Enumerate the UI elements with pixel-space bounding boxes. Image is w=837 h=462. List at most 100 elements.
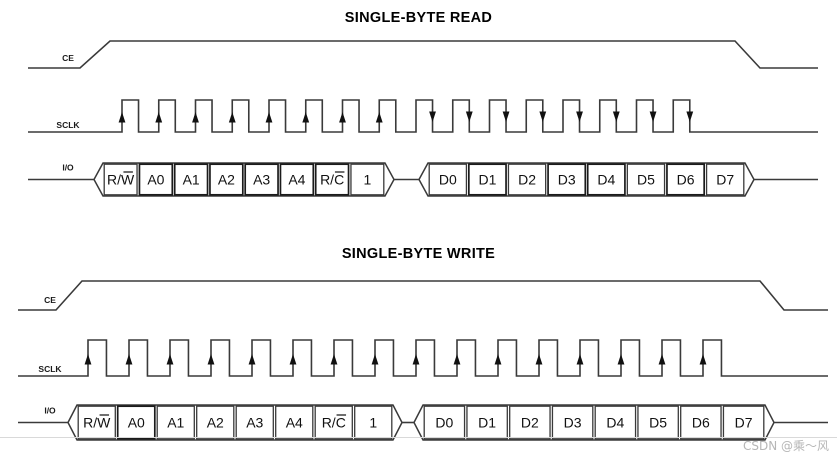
read-command-cell-label: R/C <box>320 172 344 188</box>
read-sclk-label: SCLK <box>56 120 80 130</box>
write-sclk-edge-arrow-up <box>371 354 379 365</box>
read-data-cell <box>507 163 547 196</box>
read-command-cell-label: R/W <box>107 172 135 188</box>
write-sclk-edge-arrow-up <box>494 354 502 365</box>
write-sclk-edge-arrow-up <box>412 354 420 365</box>
write-sclk-edge-arrow-up <box>535 354 543 365</box>
read-sclk-edge-arrow-down <box>465 111 473 122</box>
read-data-cell-label: D0 <box>439 172 457 188</box>
read-command-bus-envelope <box>93 162 395 197</box>
write-data-cell-label: D7 <box>735 415 753 431</box>
write-sclk-edge-arrow-up <box>617 354 625 365</box>
read-sclk-signal: SCLK <box>28 99 818 133</box>
read-command-cell-label: A4 <box>288 172 305 188</box>
write-command-cell-label: A3 <box>246 415 263 431</box>
write-sclk-edge-arrow-up <box>453 354 461 365</box>
read-data-cell-label: D7 <box>716 172 734 188</box>
write-sclk-edge-arrow-up <box>248 354 256 365</box>
read-sclk-edge-arrow-up <box>302 112 310 123</box>
write-command-cell <box>116 405 156 440</box>
read-data-cell <box>705 163 745 196</box>
write-data-bus-envelope <box>413 404 775 441</box>
write-data-cell <box>509 405 551 440</box>
write-command-cell <box>275 405 314 440</box>
write-sclk-edge-arrow-up <box>658 354 666 365</box>
write-diagram-title: SINGLE-BYTE WRITE <box>341 246 496 262</box>
write-ce-signal: CE <box>18 280 828 311</box>
write-command-cell-label: 1 <box>369 415 377 431</box>
write-data-cell <box>722 405 765 440</box>
read-data-cell-label: D3 <box>558 172 576 188</box>
write-sclk-label: SCLK <box>38 364 62 374</box>
read-sclk-edge-arrow-down <box>649 111 657 122</box>
read-data-cell-label: D4 <box>597 172 615 188</box>
read-data-cell <box>547 163 587 196</box>
read-sclk-edge-arrow-down <box>576 111 583 122</box>
read-sclk-edge-arrow-up <box>192 112 199 123</box>
read-data-cell <box>626 163 666 196</box>
read-ce-signal: CE <box>28 40 818 69</box>
read-sclk-edge-arrow-up <box>228 112 236 123</box>
write-io-label: I/O <box>44 406 56 416</box>
write-command-cell <box>196 405 235 440</box>
write-command-cell-label: R/W <box>83 415 111 431</box>
read-sclk-edge-arrow-up <box>155 112 163 123</box>
read-data-cell <box>428 163 468 196</box>
read-command-cell <box>138 163 174 196</box>
read-sclk-edge-arrow-down <box>539 111 547 122</box>
write-data-cell-label: D6 <box>692 415 710 431</box>
write-data-cell <box>680 405 722 440</box>
write-sclk-edge-arrow-up <box>166 354 174 365</box>
read-command-cell-label: 1 <box>363 172 371 188</box>
read-command-cell-label: A2 <box>218 172 235 188</box>
write-ce-label: CE <box>44 295 56 305</box>
read-sclk-edge-arrow-up <box>265 112 273 123</box>
csdn-watermark: CSDN @乘～风 <box>742 439 829 453</box>
write-data-cell-label: D5 <box>649 415 667 431</box>
read-data-cell <box>586 163 626 196</box>
read-data-cell <box>666 163 706 196</box>
write-command-cell-label: R/C <box>322 415 346 431</box>
read-command-cell <box>314 163 350 196</box>
read-sclk-edge-arrow-down <box>612 111 620 122</box>
read-ce-label: CE <box>62 53 74 63</box>
write-sclk-edge-arrow-up <box>207 354 215 365</box>
write-data-cell-label: D3 <box>564 415 582 431</box>
write-command-bus-envelope <box>67 404 403 441</box>
write-data-cell <box>594 405 637 440</box>
write-data-cell-label: D1 <box>478 415 496 431</box>
read-command-cell-label: A0 <box>147 172 164 188</box>
write-ce-waveform <box>18 280 828 311</box>
read-sclk-edge-arrow-down <box>502 111 510 122</box>
write-sclk-edge-arrow-up <box>330 354 338 365</box>
write-command-cell-label: A2 <box>207 415 224 431</box>
read-data-cell-label: D6 <box>677 172 695 188</box>
write-command-cell <box>156 405 195 440</box>
read-sclk-edge-arrow-up <box>118 112 126 123</box>
write-data-cell-label: D0 <box>435 415 453 431</box>
read-sclk-edge-arrow-up <box>375 112 383 123</box>
read-ce-waveform <box>28 40 818 69</box>
read-data-cell-label: D2 <box>518 172 536 188</box>
read-data-cell-label: D1 <box>478 172 496 188</box>
read-command-cell <box>103 163 138 196</box>
read-command-cell-label: A1 <box>183 172 200 188</box>
read-command-cell <box>279 163 315 196</box>
write-command-cell <box>314 405 353 440</box>
read-data-bus-envelope <box>418 162 755 197</box>
write-command-cell <box>354 405 393 440</box>
write-data-cell <box>423 405 466 440</box>
write-data-cell-label: D2 <box>521 415 539 431</box>
write-command-cell-label: A1 <box>167 415 184 431</box>
read-sclk-edge-arrow-up <box>339 112 346 123</box>
write-command-cell-label: A4 <box>286 415 303 431</box>
write-sclk-edge-arrow-up <box>699 354 707 365</box>
read-command-cell <box>173 163 209 196</box>
read-diagram-title: SINGLE-BYTE READ <box>344 10 493 26</box>
write-command-cell-label: A0 <box>128 415 145 431</box>
read-command-cell-label: A3 <box>253 172 270 188</box>
write-data-cell <box>466 405 508 440</box>
